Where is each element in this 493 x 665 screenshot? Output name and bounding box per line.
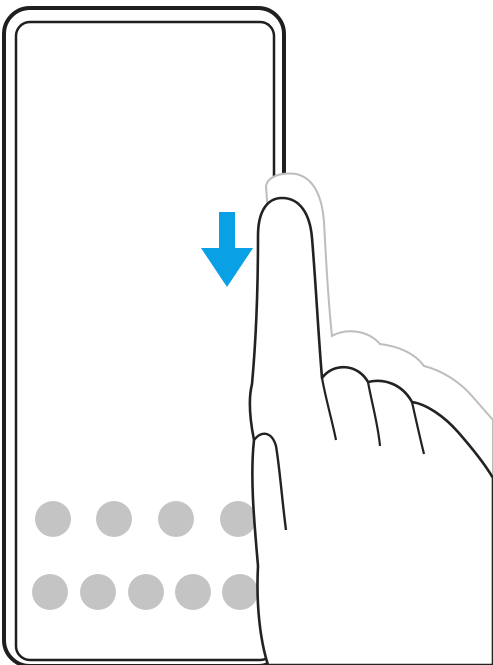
app-dot — [222, 574, 258, 610]
app-dot — [80, 574, 116, 610]
app-dot — [128, 574, 164, 610]
hand-icon — [250, 198, 493, 665]
app-dot — [32, 574, 68, 610]
app-dot — [35, 501, 71, 537]
app-dot — [96, 501, 132, 537]
phone-screen — [16, 22, 274, 660]
app-dot — [220, 501, 256, 537]
hand-outline — [250, 198, 493, 665]
app-dot — [175, 574, 211, 610]
app-dot — [158, 501, 194, 537]
phone-icon — [4, 8, 284, 665]
